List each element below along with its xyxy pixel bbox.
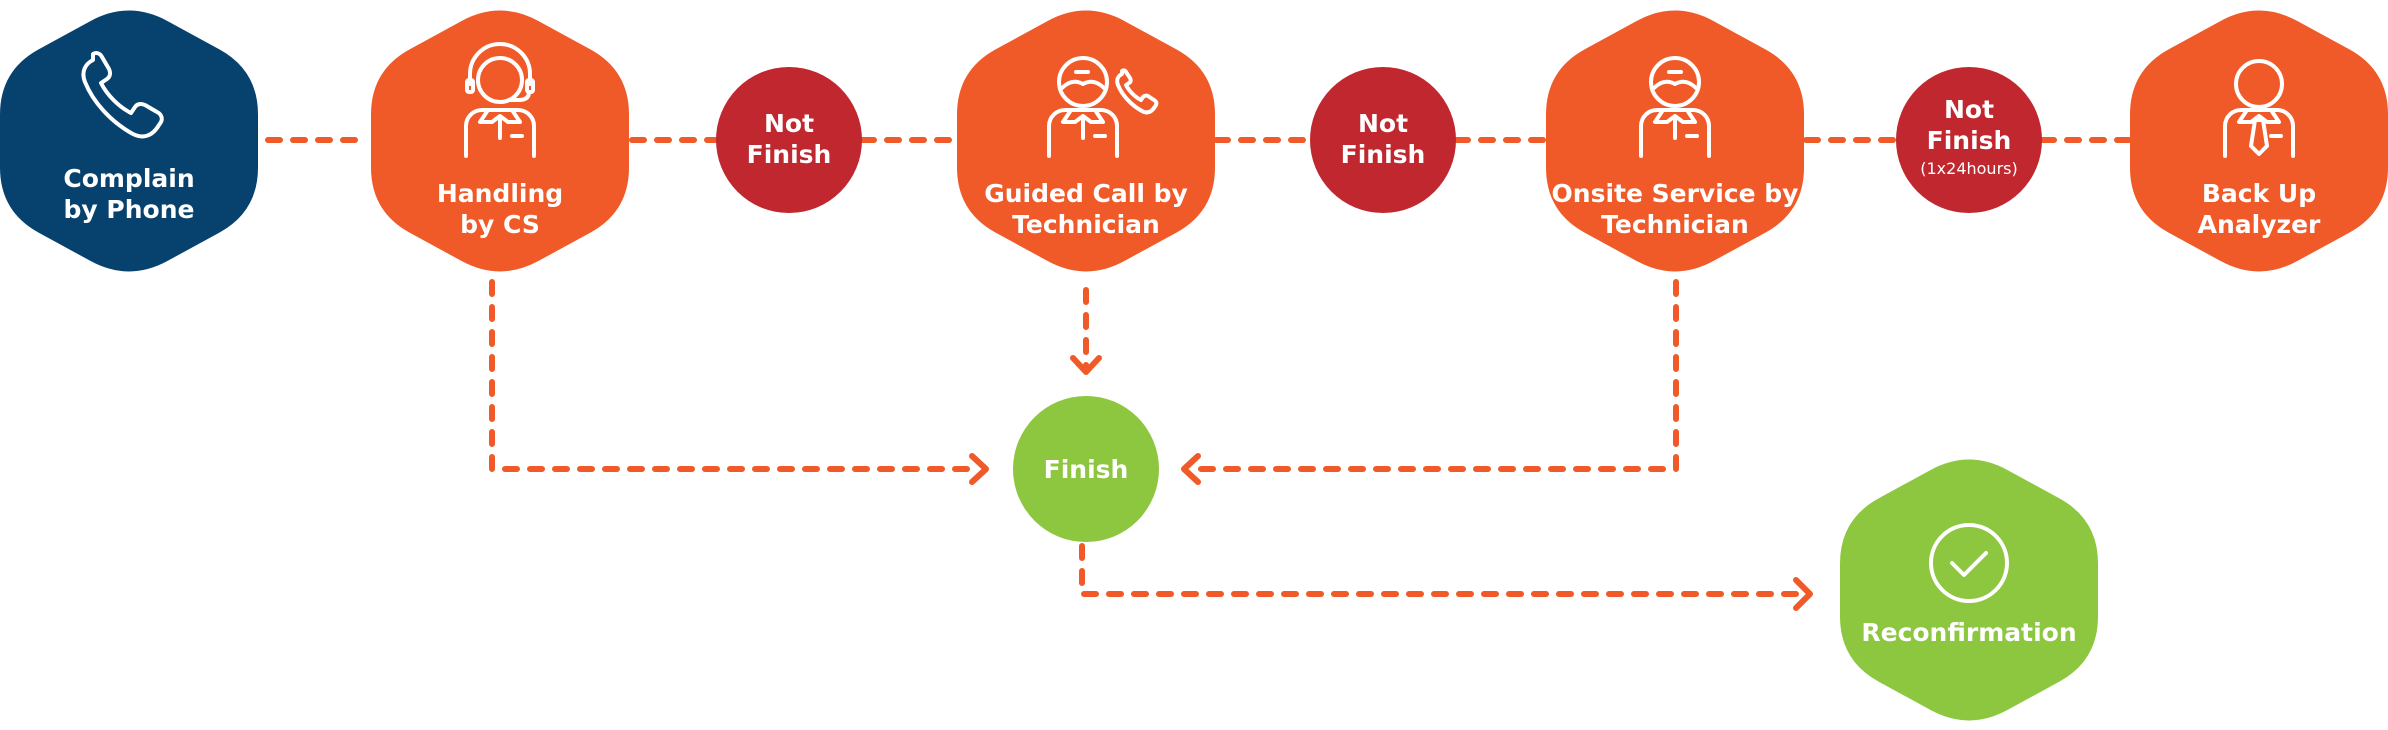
step-complain-by-phone xyxy=(0,10,258,272)
connectors xyxy=(265,137,2133,611)
reconfirmation-label: Reconfirmation xyxy=(1861,618,2076,647)
arrowhead-into-finish-top xyxy=(1070,355,1102,375)
process-steps xyxy=(0,10,2388,721)
complain-label-1: Complain xyxy=(63,164,194,193)
complain-label-2: by Phone xyxy=(64,195,195,224)
status-finish xyxy=(1013,396,1159,542)
status-not-finish-2 xyxy=(1310,67,1456,213)
check-circle-icon xyxy=(1929,523,2009,603)
guided-label-2: Technician xyxy=(1012,210,1160,239)
step-back-up-analyzer xyxy=(2130,10,2388,272)
arrowhead-into-finish-left xyxy=(969,453,989,485)
finish-label: Finish xyxy=(1044,455,1129,484)
connector-onsite-finish xyxy=(1187,279,1679,472)
backup-label-2: Analyzer xyxy=(2198,210,2321,239)
backup-label-1: Back Up xyxy=(2202,179,2316,208)
not-finish-2-label-2: Finish xyxy=(1341,140,1426,169)
onsite-label-2: Technician xyxy=(1601,210,1749,239)
handling-label-1: Handling xyxy=(437,179,563,208)
arrowhead-into-reconfirmation xyxy=(1793,577,1813,611)
step-onsite-service xyxy=(1546,10,1804,272)
connector-finish-reconfirmation xyxy=(1079,543,1805,597)
technician-icon xyxy=(1639,56,1711,158)
labels: Complain by Phone Handling by CS Guided … xyxy=(63,95,2321,647)
phone-icon xyxy=(81,51,164,139)
arrowhead-into-finish-right xyxy=(1181,453,1201,485)
onsite-label-1: Onsite Service by xyxy=(1552,179,1799,208)
status-not-finish-3 xyxy=(1896,67,2042,213)
not-finish-3-label-1: Not xyxy=(1944,95,1994,124)
headset-agent-icon xyxy=(464,42,536,158)
handling-label-2: by CS xyxy=(460,210,540,239)
step-handling-by-cs xyxy=(371,10,629,272)
connector-handling-finish xyxy=(489,279,983,472)
not-finish-1-label-2: Finish xyxy=(747,140,832,169)
businessman-icon xyxy=(2223,59,2295,158)
guided-label-1: Guided Call by xyxy=(984,179,1188,208)
status-not-finish-1 xyxy=(716,67,862,213)
status-circles xyxy=(716,67,2042,542)
not-finish-2-label-1: Not xyxy=(1358,109,1408,138)
step-guided-call xyxy=(957,10,1215,272)
not-finish-3-label-2: Finish xyxy=(1927,126,2012,155)
not-finish-1-label-1: Not xyxy=(764,109,814,138)
not-finish-3-duration: (1x24hours) xyxy=(1920,159,2017,178)
technician-phone-icon xyxy=(1047,56,1159,158)
step-reconfirmation xyxy=(1840,459,2098,721)
